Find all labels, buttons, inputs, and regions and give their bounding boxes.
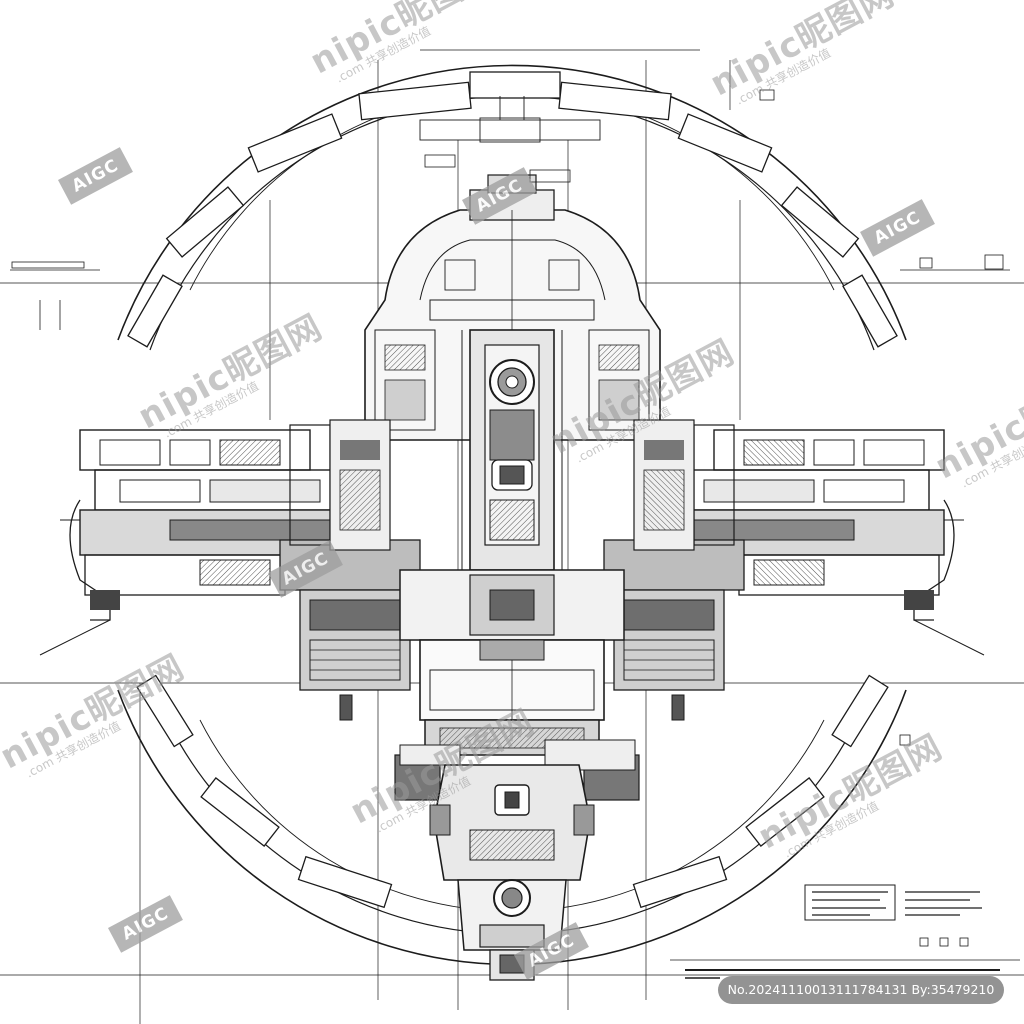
image-id-badge: No.20241110013111784131 By:35479210 bbox=[718, 976, 1004, 1004]
